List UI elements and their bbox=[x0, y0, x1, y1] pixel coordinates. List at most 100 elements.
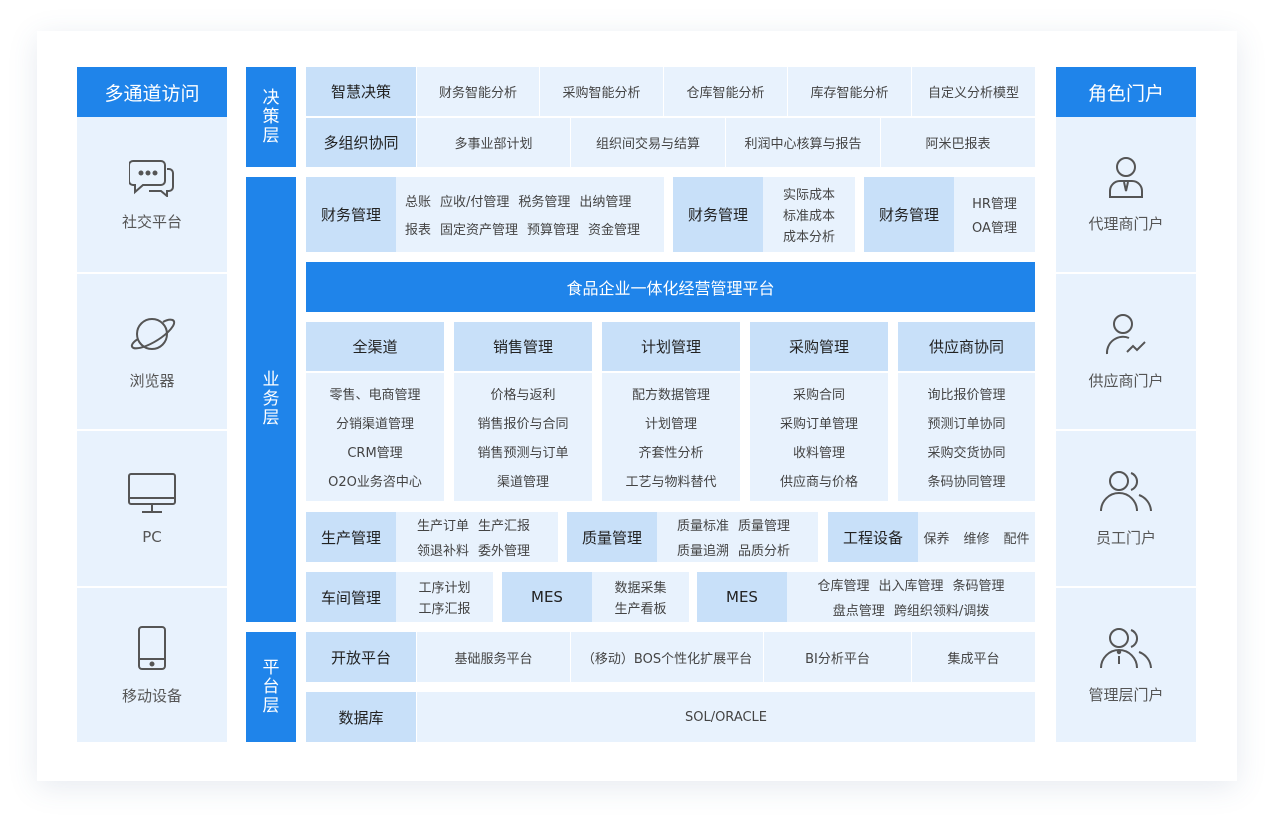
access-item-label: PC bbox=[142, 527, 162, 546]
mes-item: 出入库管理 bbox=[878, 579, 944, 594]
finance-item: 实际成本 bbox=[782, 188, 835, 203]
finance-item: 成本分析 bbox=[782, 230, 835, 245]
business-layer-label: 业务层 bbox=[246, 177, 296, 622]
platform-item: （移动）BOS个性化扩展平台 bbox=[571, 632, 764, 682]
monitor-icon bbox=[128, 472, 176, 513]
quality-item: 质量标准 bbox=[677, 519, 730, 534]
database-value: SOL/ORACLE bbox=[417, 692, 1035, 742]
mes-1-header: MES bbox=[502, 572, 592, 622]
portal-item-agent: 代理商门户 bbox=[1056, 117, 1196, 272]
column-list-sales: 价格与返利 销售报价与合同 销售预测与订单 渠道管理 bbox=[454, 373, 592, 501]
workshop-item: 工序计划 bbox=[418, 581, 471, 596]
portal-item-label: 供应商门户 bbox=[1088, 372, 1164, 390]
management-icon bbox=[1100, 627, 1152, 668]
mes-item: 仓库管理 bbox=[817, 579, 870, 594]
mes-item: 数据采集 bbox=[614, 581, 667, 596]
workshop-items: 工序计划 工序汇报 bbox=[396, 572, 493, 622]
production-item: 委外管理 bbox=[478, 544, 531, 559]
decision-item: 组织间交易与结算 bbox=[571, 118, 726, 167]
list-item: 计划管理 bbox=[644, 417, 697, 432]
decision-item: 利润中心核算与报告 bbox=[726, 118, 881, 167]
column-list-planning: 配方数据管理 计划管理 齐套性分析 工艺与物料替代 bbox=[602, 373, 740, 501]
finance-item: 资金管理 bbox=[588, 223, 641, 238]
portal-item-label: 代理商门户 bbox=[1088, 215, 1164, 233]
list-item: 销售报价与合同 bbox=[477, 417, 569, 432]
decision-item: 采购智能分析 bbox=[540, 67, 664, 116]
production-item: 领退补料 bbox=[417, 544, 470, 559]
column-list-supplier: 询比报价管理 预测订单协同 采购交货协同 条码协同管理 bbox=[898, 373, 1035, 501]
supplier-user-icon bbox=[1105, 314, 1146, 355]
decision-item: 库存智能分析 bbox=[788, 67, 912, 116]
finance-item: HR管理 bbox=[972, 197, 1017, 213]
quality-item: 品质分析 bbox=[738, 544, 791, 559]
finance-1-items: 总账 应收/付管理 税务管理 出纳管理 报表 固定资产管理 预算管理 资金管理 bbox=[396, 177, 664, 252]
agent-user-icon bbox=[1109, 157, 1143, 198]
column-list-omnichannel: 零售、电商管理 分销渠道管理 CRM管理 O2O业务咨中心 bbox=[306, 373, 444, 501]
quality-header: 质量管理 bbox=[567, 512, 657, 562]
finance-3-header: 财务管理 bbox=[864, 177, 954, 252]
equipment-items: 保养 维修 配件 bbox=[918, 512, 1035, 562]
equipment-item: 配件 bbox=[1003, 531, 1030, 547]
list-item: 采购交货协同 bbox=[927, 446, 1006, 461]
decision-item: 多事业部计划 bbox=[417, 118, 571, 167]
access-item-social: 社交平台 bbox=[77, 117, 227, 272]
portal-item-label: 管理层门户 bbox=[1088, 685, 1164, 704]
equipment-item: 保养 bbox=[923, 531, 950, 547]
chat-icon bbox=[129, 160, 174, 197]
list-item: 分销渠道管理 bbox=[335, 417, 414, 432]
database-header: 数据库 bbox=[306, 692, 416, 742]
access-item-label: 浏览器 bbox=[129, 372, 175, 390]
column-header-sales: 销售管理 bbox=[454, 322, 592, 371]
access-item-browser: 浏览器 bbox=[77, 274, 227, 429]
list-item: 供应商与价格 bbox=[779, 475, 858, 490]
left-panel-title: 多通道访问 bbox=[77, 67, 227, 117]
quality-items: 质量标准 质量管理 质量追溯 品质分析 bbox=[657, 512, 818, 562]
workshop-header: 车间管理 bbox=[306, 572, 396, 622]
decision-row1-header: 智慧决策 bbox=[306, 67, 416, 116]
finance-1-header: 财务管理 bbox=[306, 177, 396, 252]
production-item: 生产汇报 bbox=[478, 519, 531, 534]
list-item: 配方数据管理 bbox=[631, 388, 710, 403]
decision-item: 自定义分析模型 bbox=[927, 86, 1019, 101]
finance-item: 出纳管理 bbox=[579, 195, 632, 210]
mes-item: 盘点管理 bbox=[832, 604, 885, 619]
platform-layer-label: 平台层 bbox=[246, 632, 296, 742]
access-item-label: 社交平台 bbox=[121, 213, 182, 231]
finance-item: 预算管理 bbox=[527, 223, 580, 238]
planet-icon bbox=[130, 318, 176, 350]
decision-item: 财务智能分析 bbox=[417, 67, 540, 116]
list-item: 条码协同管理 bbox=[927, 475, 1006, 490]
workshop-item: 工序汇报 bbox=[418, 602, 471, 617]
column-header-supplier: 供应商协同 bbox=[898, 322, 1035, 371]
finance-item: 总账 bbox=[405, 195, 432, 210]
decision-layer-label: 决策层 bbox=[246, 67, 296, 167]
mes-item: 条码管理 bbox=[952, 579, 1005, 594]
list-item: 收料管理 bbox=[792, 446, 845, 461]
finance-3-items: HR管理 OA管理 bbox=[954, 177, 1035, 252]
platform-item: 集成平台 bbox=[947, 651, 1000, 667]
list-item: 销售预测与订单 bbox=[477, 446, 569, 461]
list-item: 工艺与物料替代 bbox=[625, 475, 717, 490]
mes-item: 跨组织领料/调拨 bbox=[893, 604, 990, 619]
finance-item: 固定资产管理 bbox=[440, 223, 519, 238]
mes-1-items: 数据采集 生产看板 bbox=[592, 572, 689, 622]
open-platform-items: 基础服务平台 （移动）BOS个性化扩展平台 BI分析平台 集成平台 bbox=[417, 632, 1035, 682]
mes-2-header: MES bbox=[697, 572, 787, 622]
mes-2-items: 仓库管理 出入库管理 条码管理 盘点管理 跨组织领料/调拨 bbox=[787, 572, 1035, 622]
mes-item: 生产看板 bbox=[614, 602, 667, 617]
finance-item: 应收/付管理 bbox=[440, 195, 510, 210]
list-item: CRM管理 bbox=[347, 446, 403, 461]
list-item: 采购合同 bbox=[792, 388, 845, 403]
list-item: 价格与返利 bbox=[490, 388, 556, 403]
decision-row2-header: 多组织协同 bbox=[306, 118, 416, 167]
list-item: 采购订单管理 bbox=[779, 417, 858, 432]
right-panel-title: 角色门户 bbox=[1056, 67, 1196, 117]
list-item: 齐套性分析 bbox=[638, 446, 704, 461]
open-platform-header: 开放平台 bbox=[306, 632, 416, 682]
platform-item: 基础服务平台 bbox=[417, 632, 571, 682]
access-item-pc: PC bbox=[77, 431, 227, 586]
column-header-procurement: 采购管理 bbox=[750, 322, 888, 371]
finance-item: 标准成本 bbox=[782, 209, 835, 224]
list-item: 渠道管理 bbox=[496, 475, 549, 490]
list-item: O2O业务咨中心 bbox=[328, 475, 422, 490]
